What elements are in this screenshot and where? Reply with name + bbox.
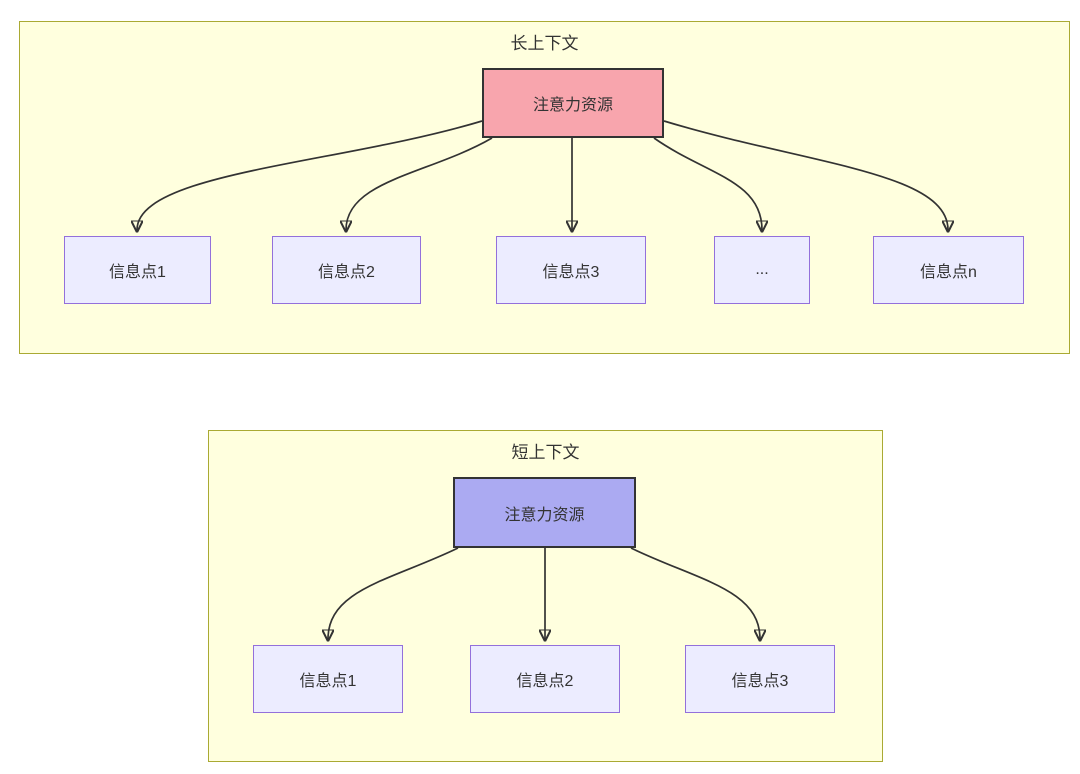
- short-info-label-3: 信息点3: [731, 673, 789, 690]
- long-attention-resource-node: 注意力资源: [482, 68, 664, 138]
- short-info-label-1: 信息点1: [299, 673, 357, 690]
- long-info-node-n: 信息点n: [873, 236, 1024, 304]
- long-info-label-2: 信息点2: [318, 264, 375, 281]
- short-info-node-1: 信息点1: [253, 645, 403, 713]
- long-info-label-ellipsis: ...: [755, 261, 769, 278]
- short-info-node-2: 信息点2: [470, 645, 620, 713]
- long-info-label-3: 信息点3: [542, 264, 600, 281]
- long-info-node-2: 信息点2: [272, 236, 421, 304]
- long-attention-resource-label: 注意力资源: [532, 97, 613, 114]
- long-info-node-3: 信息点3: [496, 236, 646, 304]
- short-attention-resource-label: 注意力资源: [504, 506, 585, 524]
- long-info-label-1: 信息点1: [109, 264, 166, 281]
- short-info-node-3: 信息点3: [685, 645, 835, 713]
- long-info-node-1: 信息点1: [64, 236, 211, 304]
- short-info-label-2: 信息点2: [516, 673, 574, 690]
- short-context-title: 短上下文: [511, 443, 580, 462]
- long-info-label-n: 信息点n: [920, 264, 977, 281]
- short-attention-resource-node: 注意力资源: [453, 477, 636, 548]
- long-info-node-ellipsis: ...: [714, 236, 810, 304]
- long-context-title: 长上下文: [510, 34, 579, 53]
